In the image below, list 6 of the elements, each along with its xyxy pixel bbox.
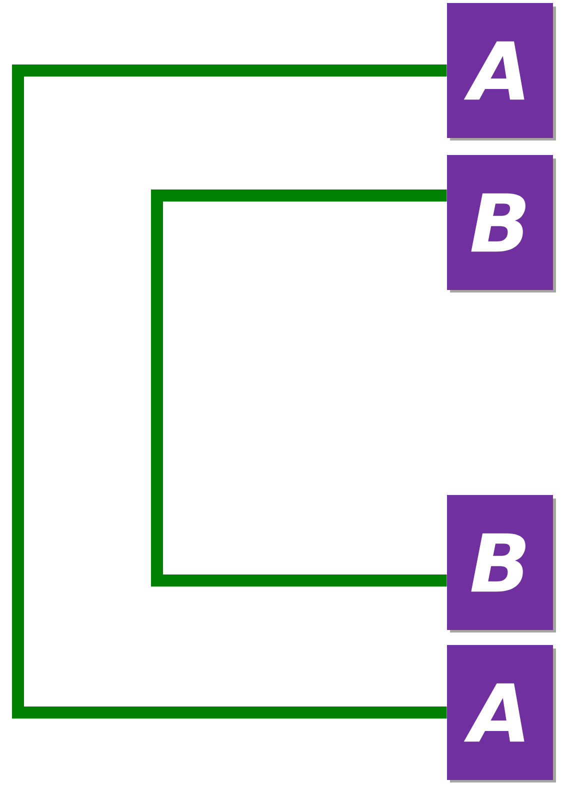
letter-box: B (447, 155, 556, 292)
letter-box: A (447, 3, 556, 140)
bracket-line (151, 190, 447, 586)
bracket-line (12, 64, 447, 718)
letter-box: A (447, 645, 556, 782)
letter-box: B (447, 495, 556, 632)
